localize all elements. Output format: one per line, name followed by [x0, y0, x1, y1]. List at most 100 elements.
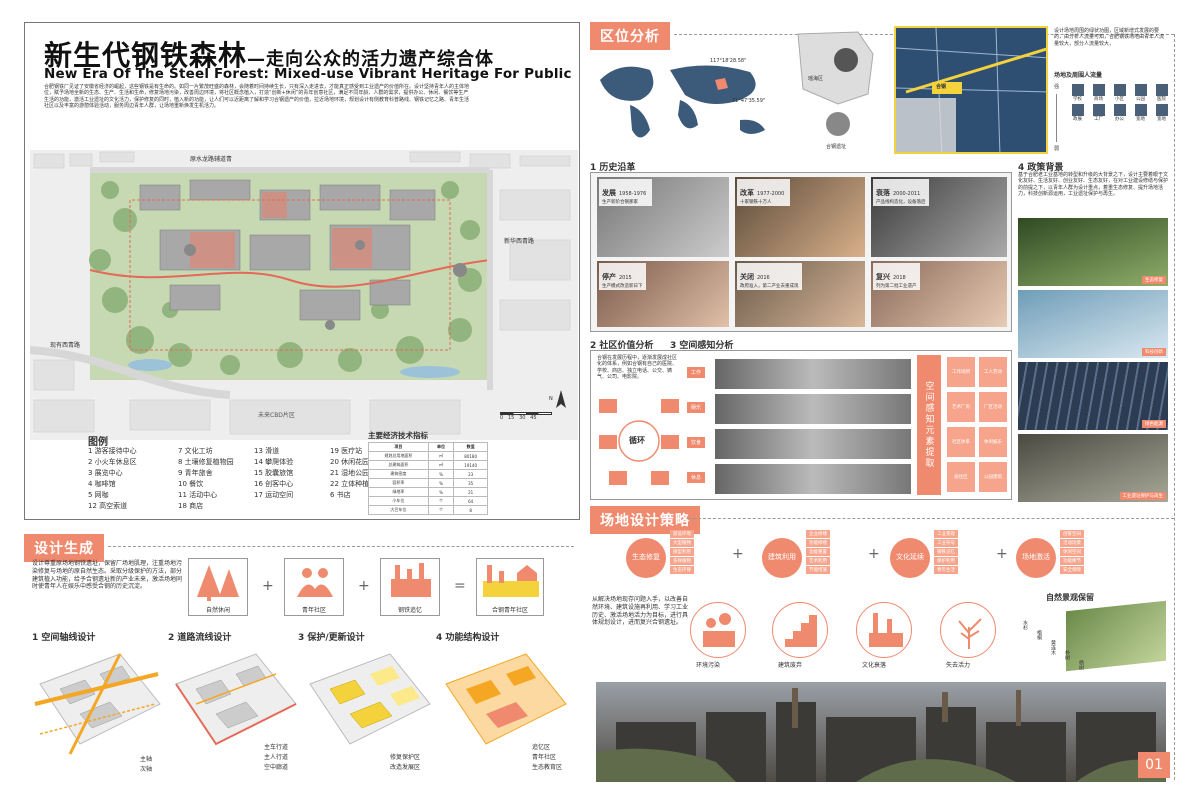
- history-stage: 发展: [602, 189, 616, 197]
- step-title: 1 空间轴线设计: [32, 633, 96, 643]
- history-stage: 停产: [602, 273, 616, 281]
- axo-legend-memory: 追忆区: [532, 744, 551, 751]
- design-icon-steel: 钢铁追忆: [380, 558, 440, 616]
- strategy-circle: 建筑利用: [762, 538, 802, 578]
- problem-label: 环境污染: [696, 662, 721, 669]
- econ-cell: 23: [453, 469, 488, 479]
- strategy-tag: 多样植物: [670, 557, 694, 565]
- community-panel: 合钢在发展历程中，逐渐发展成社区化的体系，例如合钢有自己的医院、学校、商店、独立…: [590, 350, 1012, 500]
- legend-item: 3 展览中心: [88, 469, 123, 477]
- strategy-divider: [688, 518, 1174, 519]
- problem-building-icon: [772, 602, 828, 658]
- design-icon-result: 合钢青年社区: [476, 558, 544, 616]
- site-plan-drawing: [30, 150, 578, 440]
- legend-title: 图例: [88, 437, 108, 448]
- strategy-tag: 艺术利用: [806, 557, 830, 565]
- strategy-tag: 功能重置: [806, 548, 830, 556]
- natural-tag: 水杉: [1022, 620, 1028, 630]
- legend-item: 13 滑道: [254, 447, 280, 455]
- flow-icon-label: 办公: [1115, 117, 1124, 122]
- axo-roads-drawing: [175, 653, 297, 746]
- history-years: 2016: [757, 275, 770, 281]
- community-row-tag: 饮食: [687, 437, 706, 448]
- axo-roads: 主车行道 主人行道 空中廊道: [166, 644, 298, 780]
- strategy-text: 从解决场地现存问题入手，以改善自然环境、建筑设施再利用、学习工业历史、激活场地活…: [592, 596, 689, 627]
- strategy-tag: 钢铁记忆: [934, 548, 958, 556]
- perception-title: 3 空间感知分析: [670, 341, 734, 351]
- strategy-tag-list: 企业修缮功能修缮功能重置艺术利用节能措施: [806, 530, 830, 574]
- flow-chart: 强 弱 学校商场小区公园医院政展工厂办公宽地宽地: [1054, 84, 1170, 158]
- design-text: 设计尊重原场地钢铁遗址，保留厂场地肌理，注重场地污染修复与场地的原自然生态。采取…: [32, 560, 183, 591]
- flow-icon-grid: 学校商场小区公园医院政展工厂办公宽地宽地: [1068, 84, 1171, 122]
- perception-tag: 社区体系: [947, 427, 975, 457]
- history-years: 2018: [893, 275, 906, 281]
- intro-text: 合肥钢铁厂见证了安徽省经济的崛起，这些钢铁是有生命的。如同一片繁茂旺盛的森林，会…: [44, 84, 470, 109]
- problem-label: 文化衰落: [862, 662, 887, 669]
- legend-item: 19 医疗站: [330, 447, 363, 455]
- policy-title: 4 政策背景: [1018, 163, 1064, 173]
- strategy-tag: 工业符号: [934, 539, 958, 547]
- econ-cell: 容积率: [368, 478, 429, 488]
- stairs-icon: [785, 615, 817, 647]
- axo-axis-drawing: [34, 653, 161, 755]
- community-title: 2 社区价值分析: [590, 341, 654, 351]
- legend-item: 1 游客接待中心: [88, 447, 137, 455]
- perception-tag: 居住区: [947, 462, 975, 492]
- factory-icon: [391, 563, 431, 597]
- building-icon: [1071, 104, 1084, 116]
- building-icon: [1071, 84, 1084, 96]
- strategy-tag: 功能棒节: [1060, 557, 1084, 565]
- policy-photo-heritage: 工业遗址保护与再生: [1018, 434, 1168, 502]
- north-label: N: [549, 396, 553, 402]
- scale-bar-label: 0 15 30 45: [500, 415, 537, 421]
- flow-icon-cell: 医院: [1152, 84, 1171, 102]
- flow-weak: 弱: [1054, 146, 1060, 152]
- econ-row: 建筑密度%23: [368, 469, 488, 479]
- econ-row: 容积率%35: [368, 478, 488, 488]
- scale-bar: 0 15 30 45: [500, 412, 552, 421]
- natural-tag: 梧桐: [1036, 630, 1042, 640]
- strategy-tag: 安全保障: [1060, 566, 1084, 574]
- road-label-left: 现有西青路: [50, 342, 81, 349]
- history-stage: 复兴: [876, 273, 890, 281]
- plus-icon: +: [868, 546, 880, 562]
- community-photo: [715, 429, 911, 459]
- flow-icon-cell: 小区: [1110, 84, 1129, 102]
- econ-cell: 总建筑面积: [368, 460, 429, 470]
- design-icon-label: 自然休闲: [205, 607, 230, 614]
- design-icon-youth: 青年社区: [284, 558, 344, 616]
- title-panel: [24, 22, 580, 520]
- history-text: 政府准入，第二产业去重成现: [740, 284, 799, 289]
- site-plan: 原水龙路辅道青 新华西青路 现有西青路 未来CBD片区 0 15 30 45 N: [30, 150, 578, 440]
- axo-function-drawing: [445, 653, 567, 745]
- econ-cell: 建筑密度: [368, 469, 429, 479]
- econ-cell: %: [427, 478, 455, 488]
- design-icon-label: 合钢青年社区: [491, 607, 528, 614]
- econ-header: 数值: [453, 442, 488, 452]
- perception-tag: 公园建筑: [979, 462, 1007, 492]
- legend-item: 7 文化工坊: [178, 447, 213, 455]
- strategy-tag-list: 创客空间活动场景休闲空间功能棒节安全保障: [1060, 530, 1084, 574]
- problem-label: 失去活力: [946, 662, 971, 669]
- flow-title: 场地及周围人流量: [1054, 72, 1103, 79]
- strategy-tag: 场地设计策略: [590, 506, 700, 534]
- strategy-tag: 节能措施: [806, 566, 830, 574]
- flow-icon-label: 小区: [1115, 97, 1124, 102]
- north-arrow-icon: N: [549, 390, 568, 410]
- strategy-tag: 休闲空间: [1060, 548, 1084, 556]
- strategy-circle: 生态修复: [626, 538, 666, 578]
- road-label-right: 新华西青路: [504, 238, 535, 245]
- page-number: 01: [1138, 752, 1170, 778]
- building-icon: [1092, 104, 1105, 116]
- strategy-tag: 生态环保: [670, 566, 694, 574]
- world-map-drawing: [600, 65, 765, 138]
- problem-pollution-icon: [690, 602, 746, 658]
- coord-2: 31°47'35.59": [732, 98, 766, 104]
- policy-text: 基于合肥老工业基地的转型和升级的大背景之下，设计主要着眼于文化友好、生活友好、创…: [1018, 172, 1169, 197]
- perception-tag: 工人劳动: [979, 357, 1007, 387]
- axo-function: 追忆区 青年社区 生态教育区: [436, 644, 574, 780]
- strategy-tag-list: 游览环境大型植物微型利用多样植物生态环保: [670, 530, 694, 574]
- community-text: 合钢在发展历程中，逐渐发展成社区化的体系，例如合钢有自己的医院、学校、商店、独立…: [597, 355, 678, 380]
- perception-tag: 艺术厂房: [947, 392, 975, 422]
